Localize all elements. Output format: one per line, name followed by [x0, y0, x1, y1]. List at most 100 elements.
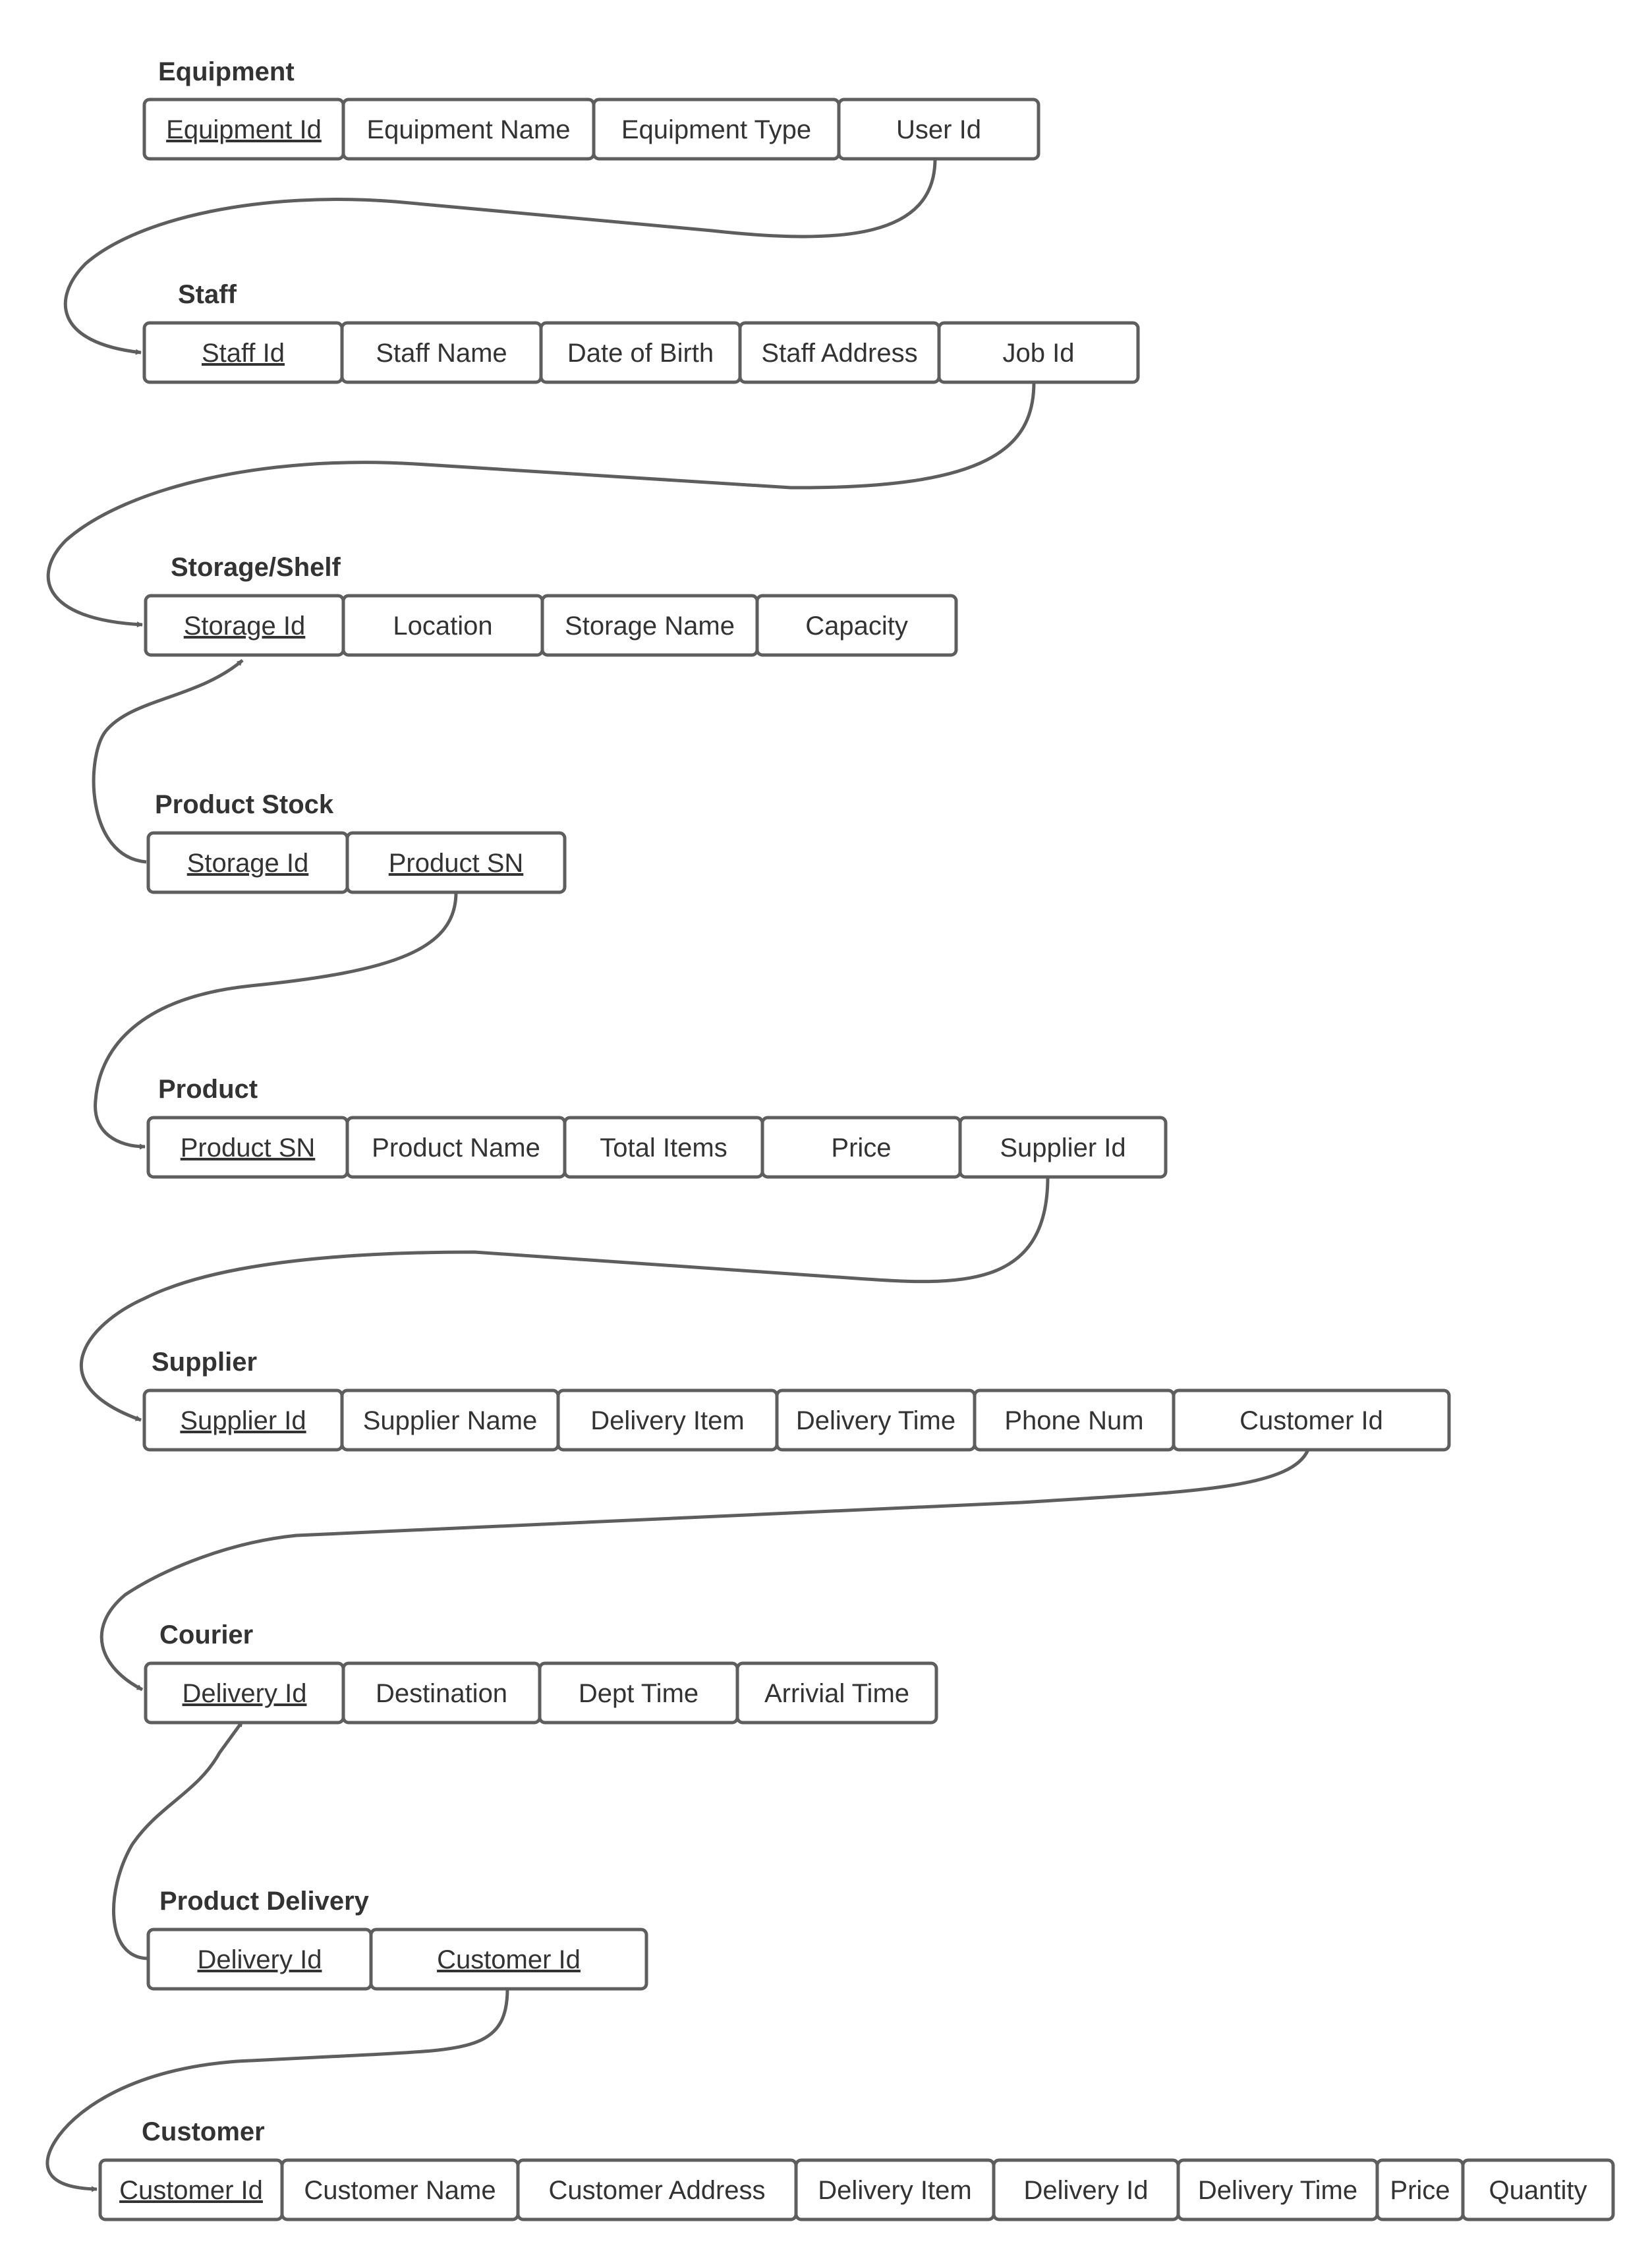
field-label: Capacity — [805, 612, 908, 641]
table-field-key: Supplier Id — [142, 1388, 344, 1452]
field-label: Equipment Type — [621, 115, 811, 144]
field-label: Location — [393, 612, 492, 641]
table-field: Delivery Item — [556, 1388, 779, 1452]
field-label: Destination — [376, 1679, 507, 1708]
table-field: Staff Name — [340, 321, 543, 384]
field-label: Equipment Id — [166, 115, 322, 144]
table-field: Delivery Id — [992, 2158, 1180, 2221]
table-field-key: Product SN — [345, 831, 567, 894]
field-label: User Id — [896, 115, 981, 144]
field-label: Storage Id — [184, 612, 306, 641]
field-label: Equipment Name — [366, 115, 570, 144]
field-box — [1172, 1388, 1451, 1452]
field-label: Delivery Id — [1024, 2176, 1149, 2205]
field-label: Delivery Id — [198, 1945, 322, 1974]
relationship-arrow — [94, 892, 458, 1150]
field-box — [345, 831, 567, 894]
field-label: Customer Id — [437, 1945, 581, 1974]
relationship-arrow — [100, 1448, 1310, 1692]
field-label: Supplier Name — [363, 1406, 538, 1435]
table-field-key: Customer Id — [369, 1928, 648, 1991]
relationship-links — [45, 158, 1310, 2192]
table-field: Destination — [341, 1661, 542, 1725]
table-title: Supplier — [152, 1348, 257, 1377]
table-title: Product Stock — [155, 790, 334, 819]
table-title: Staff — [178, 280, 237, 309]
relationship-arrow — [63, 158, 937, 355]
table-field: Equipment Type — [592, 98, 841, 161]
table-field: Job Id — [937, 321, 1140, 384]
table-field-key: Staff Id — [142, 321, 344, 384]
relationship-arrow — [92, 659, 244, 864]
field-label: Product SN — [389, 849, 524, 878]
table-title: Customer — [142, 2117, 265, 2146]
table-field: Equipment Name — [341, 98, 596, 161]
field-label: Product SN — [181, 1133, 316, 1162]
field-label: Staff Name — [376, 339, 507, 368]
field-label: Phone Num — [1004, 1406, 1143, 1435]
field-label: Total Items — [600, 1133, 727, 1162]
field-label: Customer Address — [548, 2176, 765, 2205]
table-field-key: Delivery Id — [144, 1661, 345, 1725]
field-box — [1461, 2158, 1615, 2221]
field-label: Customer Id — [119, 2176, 263, 2205]
field-box — [958, 1116, 1168, 1179]
table-title: Product Delivery — [159, 1887, 370, 1916]
relationship-arrow — [46, 382, 1036, 628]
field-label: Storage Id — [187, 849, 309, 878]
field-box — [369, 1928, 648, 1991]
table-field-key: Storage Id — [144, 594, 345, 657]
field-label: Delivery Item — [590, 1406, 744, 1435]
table-field: Staff Address — [738, 321, 941, 384]
field-label: Dept Time — [579, 1679, 698, 1708]
field-label: Date of Birth — [567, 339, 714, 368]
table-field: Delivery Time — [1176, 2158, 1379, 2221]
table-field-key: Customer Id — [98, 2158, 284, 2221]
field-label: Job Id — [1003, 339, 1075, 368]
field-label: Quantity — [1489, 2176, 1587, 2205]
field-label: Customer Name — [304, 2176, 496, 2205]
table-field: Product Name — [345, 1116, 567, 1179]
table-field: Price — [1375, 2158, 1465, 2221]
table-field-key: Delivery Id — [146, 1928, 373, 1991]
field-label: Arrivial Time — [764, 1679, 909, 1708]
table-title: Courier — [159, 1620, 253, 1649]
table-field: Phone Num — [973, 1388, 1176, 1452]
field-box — [937, 321, 1140, 384]
table-field: Price — [760, 1116, 962, 1179]
field-label: Supplier Id — [180, 1406, 306, 1435]
table-field-key: Storage Id — [146, 831, 349, 894]
table-title: Equipment — [158, 57, 295, 86]
table-field: Capacity — [755, 594, 958, 657]
table-field: Supplier Id — [958, 1116, 1168, 1179]
table-field: Quantity — [1461, 2158, 1615, 2221]
field-label: Supplier Id — [1000, 1133, 1125, 1162]
field-box — [837, 98, 1040, 161]
table-field: Arrivial Time — [735, 1661, 938, 1725]
table-field: Customer Id — [1172, 1388, 1451, 1452]
field-label: Product Name — [372, 1133, 540, 1162]
field-label: Delivery Time — [1198, 2176, 1357, 2205]
field-label: Storage Name — [565, 612, 735, 641]
relationship-arrow — [45, 1988, 509, 2192]
table-field: Location — [341, 594, 544, 657]
table-field-key: Equipment Id — [142, 98, 345, 161]
field-label: Delivery Item — [818, 2176, 971, 2205]
relationship-arrow — [80, 1176, 1050, 1422]
table-field: Supplier Name — [340, 1388, 560, 1452]
field-label: Price — [831, 1133, 891, 1162]
table-title: Storage/Shelf — [171, 553, 341, 582]
table-field: Dept Time — [538, 1661, 739, 1725]
table-title: Product — [158, 1075, 258, 1104]
